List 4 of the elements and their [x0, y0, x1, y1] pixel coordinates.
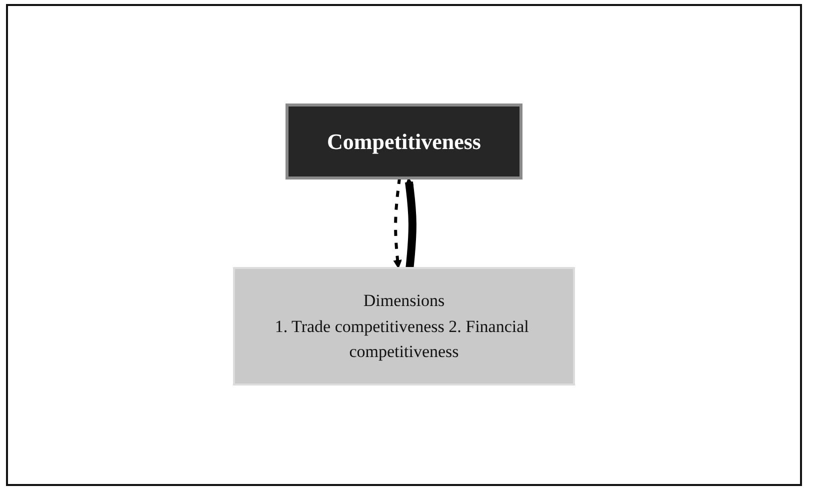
node-box: Dimensions 1. Trade competitiveness 2. Financial competitiveness: [233, 267, 575, 386]
arrow: [405, 178, 416, 269]
arrow: [393, 178, 402, 269]
node-box: Competitiveness: [286, 104, 522, 180]
